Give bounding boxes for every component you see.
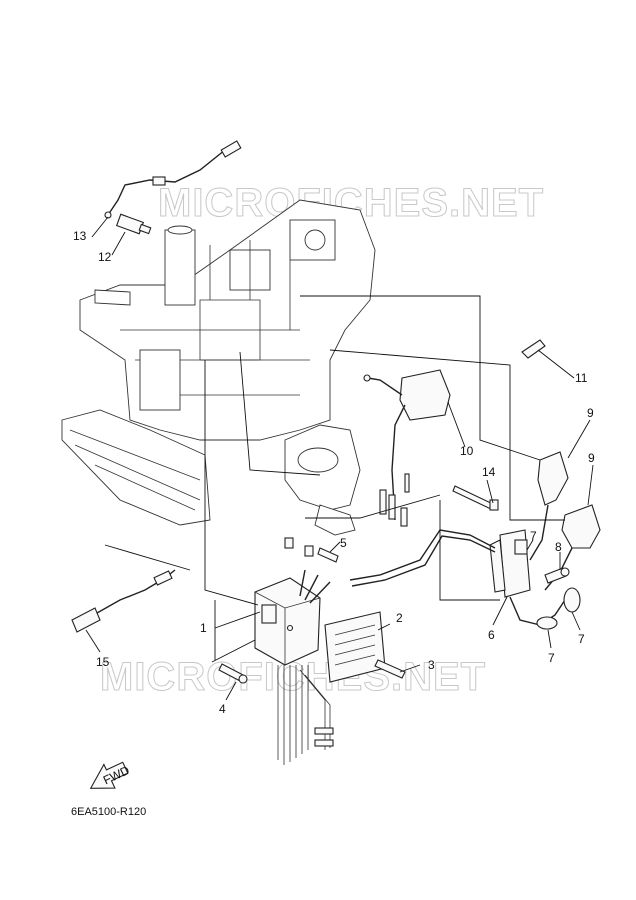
- part-6-ignition-coil: [489, 529, 581, 630]
- part-1-cdi-unit: [254, 569, 331, 666]
- part-15-sensor: [71, 569, 176, 633]
- callout-2: 2: [396, 611, 403, 625]
- callout-1: 1: [200, 621, 207, 635]
- callout-9-lower: 9: [588, 451, 595, 465]
- diagram-code: 6EA5100-R120: [71, 806, 147, 818]
- part-10-unit: [363, 369, 451, 521]
- fwd-label: FWD: [101, 763, 132, 787]
- part-4-screw: [218, 663, 248, 684]
- callout-7-upper: 7: [530, 529, 537, 543]
- callout-11: 11: [575, 371, 588, 385]
- unit-1-leads: [277, 665, 334, 765]
- callout-9-upper: 9: [587, 406, 594, 420]
- part-14-cable-tie: [452, 485, 499, 511]
- part-9-plug-caps: [529, 451, 601, 591]
- part-8-bolt: [544, 567, 570, 584]
- wire-connectors: [379, 473, 410, 527]
- lower-casing: [61, 409, 361, 536]
- callout-8: 8: [555, 540, 562, 554]
- part-11-bolt: [521, 339, 546, 359]
- part-5-screw: [284, 537, 339, 563]
- callout-4: 4: [219, 702, 226, 716]
- main-harness: [349, 529, 496, 587]
- engine-block: [79, 199, 376, 441]
- part-13-lead-wire: [104, 140, 242, 219]
- routing-lines: [104, 295, 565, 663]
- callout-leaders: [85, 216, 594, 701]
- part-12-thermo-sensor: [115, 213, 152, 235]
- callout-10: 10: [460, 444, 474, 458]
- fwd-arrow: FWD: [89, 761, 132, 789]
- part-3-screw: [374, 659, 406, 679]
- callout-12: 12: [98, 250, 112, 264]
- callout-5: 5: [340, 536, 347, 550]
- callout-15: 15: [96, 655, 110, 669]
- callout-6: 6: [488, 628, 495, 642]
- callout-7-lower: 7: [548, 651, 555, 665]
- callout-3: 3: [428, 658, 435, 672]
- callout-14: 14: [482, 465, 496, 479]
- callout-7-right: 7: [578, 632, 585, 646]
- callout-13: 13: [73, 229, 87, 243]
